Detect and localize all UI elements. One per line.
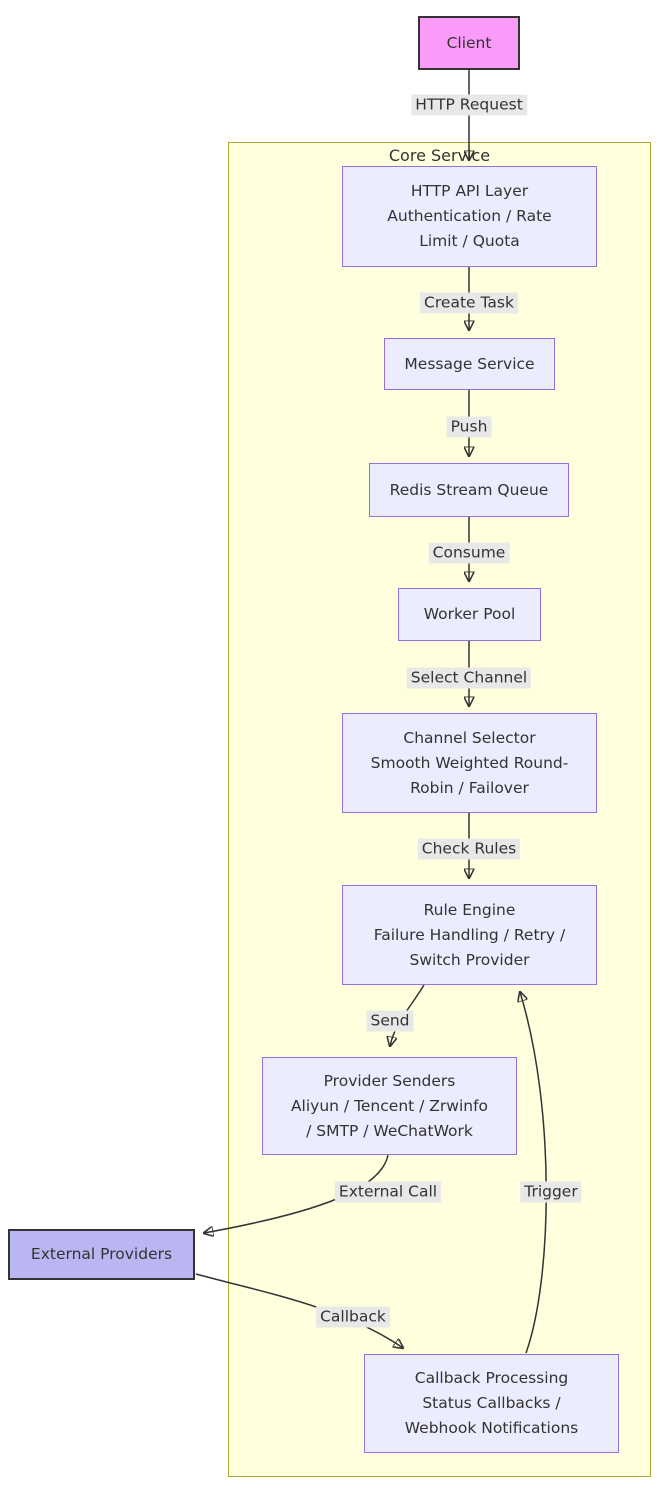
node-worker-pool-label: Worker Pool [423,605,516,623]
cluster-title: Core Service [388,146,491,165]
node-client: Client [418,16,520,70]
node-rule-engine-line: Switch Provider [409,950,530,969]
node-channel-selector-line: Smooth Weighted Round- [370,753,569,772]
edge-label-external-call: External Call [334,1181,442,1203]
node-channel-selector-line: Robin / Failover [410,778,529,797]
edge-label-trigger: Trigger [520,1181,582,1203]
node-provider-senders-line: / SMTP / WeChatWork [306,1121,473,1140]
edge-label-send: Send [366,1010,414,1032]
node-callback-processing: Callback Processing Status Callbacks / W… [364,1354,619,1453]
edge-label-http-request: HTTP Request [411,94,527,116]
node-client-label: Client [446,33,492,52]
edge-label-select-channel: Select Channel [406,667,532,689]
node-channel-selector: Channel Selector Smooth Weighted Round- … [342,713,597,813]
node-external-providers: External Providers [8,1229,195,1280]
edge-label-push: Push [446,416,492,438]
node-channel-selector-line: Channel Selector [403,728,536,747]
node-http-api-layer: HTTP API Layer Authentication / Rate Lim… [342,166,597,267]
edge-label-callback: Callback [316,1306,390,1328]
node-message-service: Message Service [384,338,555,390]
node-worker-pool: Worker Pool [398,588,541,641]
node-external-providers-label: External Providers [30,1245,173,1263]
node-provider-senders: Provider Senders Aliyun / Tencent / Zrwi… [262,1057,517,1155]
node-callback-processing-line: Webhook Notifications [404,1419,579,1437]
edge-label-consume: Consume [428,542,510,564]
node-http-api-layer-line: Limit / Quota [419,232,520,250]
node-callback-processing-line: Callback Processing [414,1369,569,1387]
edge-label-create-task: Create Task [420,292,518,314]
node-http-api-layer-line: HTTP API Layer [410,182,529,200]
node-message-service-label: Message Service [404,354,535,373]
edge-label-check-rules: Check Rules [417,838,521,860]
node-rule-engine-line: Rule Engine [423,900,516,919]
node-provider-senders-line: Provider Senders [323,1071,456,1090]
node-redis-stream-queue-label: Redis Stream Queue [389,480,549,499]
node-rule-engine: Rule Engine Failure Handling / Retry / S… [342,885,597,985]
node-callback-processing-line: Status Callbacks / [422,1394,561,1412]
node-redis-stream-queue: Redis Stream Queue [369,463,569,517]
node-rule-engine-line: Failure Handling / Retry / [373,925,566,944]
node-provider-senders-line: Aliyun / Tencent / Zrwinfo [290,1096,489,1115]
node-http-api-layer-line: Authentication / Rate [387,207,552,225]
